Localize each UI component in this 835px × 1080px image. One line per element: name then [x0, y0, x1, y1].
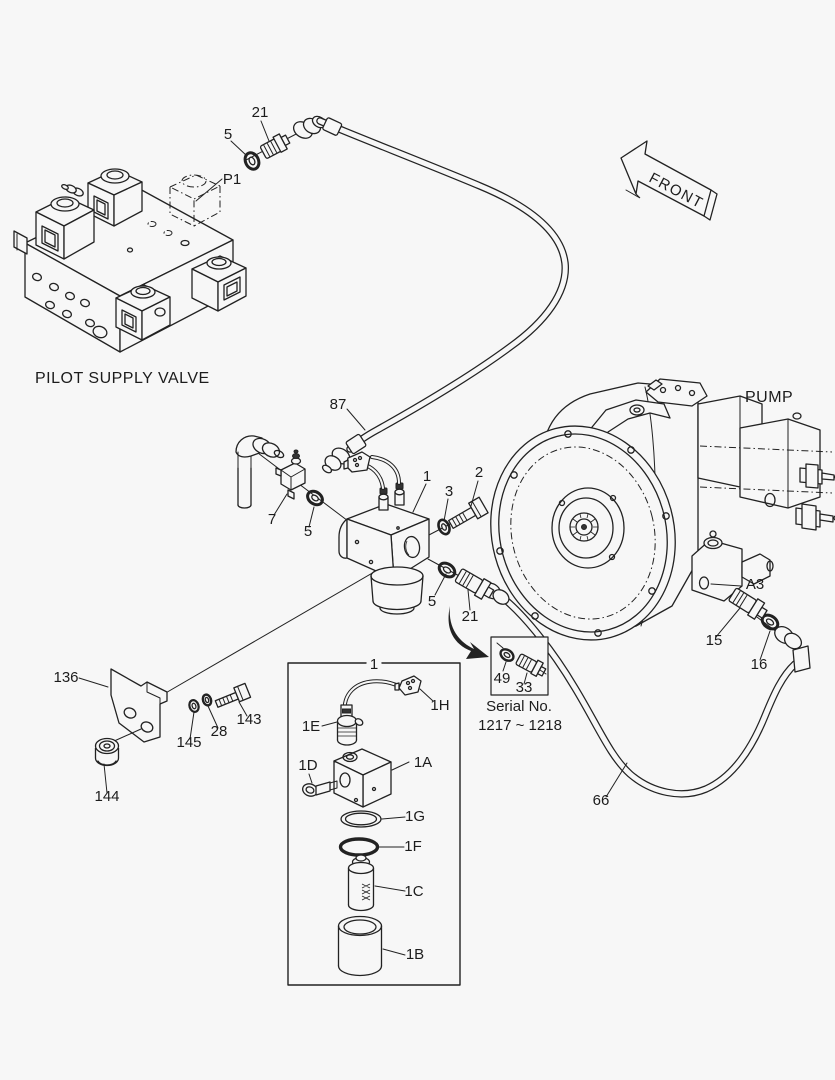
callout-136: 136: [53, 669, 78, 686]
body-1A: [333, 748, 392, 808]
callout-1-detail: 1: [370, 656, 378, 673]
washer-3: [437, 518, 451, 536]
upper-hose-assembly: [243, 115, 569, 474]
callout-1g: 1G: [405, 808, 425, 825]
oring-5-mid: [306, 489, 324, 507]
callout-p1: P1: [223, 171, 241, 188]
callout-5-low: 5: [428, 593, 436, 610]
callout-1d: 1D: [298, 757, 317, 774]
callout-16: 16: [751, 656, 768, 673]
callout-66: 66: [593, 792, 610, 809]
spline-ticks: [570, 513, 598, 541]
coil-nut-1E: [336, 704, 364, 746]
bolt-143: [214, 682, 252, 708]
callout-5-top: 5: [224, 126, 232, 143]
callout-labels: 5 21 P1 87 7 5 1 3 2 5 21 A3 15 16 49 33…: [53, 104, 767, 963]
case-1B: [337, 915, 383, 977]
callout-1h: 1H: [430, 697, 449, 714]
callout-87: 87: [330, 396, 347, 413]
serial-caption-line1: Serial No.: [486, 698, 552, 715]
front-arrow: FRONT: [620, 140, 718, 221]
callout-5-mid: 5: [304, 523, 312, 540]
oring-5-low: [437, 561, 457, 579]
curved-arrow: [448, 606, 489, 659]
callout-1b: 1B: [406, 946, 424, 963]
valve-ports: [31, 221, 190, 339]
callout-15: 15: [706, 632, 723, 649]
fitting-15: [728, 587, 768, 620]
washer-28: [201, 693, 213, 707]
callout-1a: 1A: [414, 754, 432, 771]
lower-hose-assembly: [482, 582, 811, 798]
pump-port-fitting-upper: [799, 463, 835, 489]
solenoid-valve-assembly: [235, 435, 495, 615]
callout-49: 49: [494, 670, 511, 687]
pilot-supply-valve-drawing: [13, 168, 247, 353]
oring-49: [499, 648, 515, 662]
callout-21-top: 21: [252, 104, 269, 121]
callout-3: 3: [445, 483, 453, 500]
oring-1F: [338, 837, 380, 857]
callout-143: 143: [236, 711, 261, 728]
oring-5-top: [248, 156, 256, 166]
regulator-block: [691, 530, 774, 602]
callout-1c: 1C: [404, 883, 423, 900]
serial-inset: [448, 606, 549, 696]
washer-145: [188, 699, 200, 713]
callout-33: 33: [516, 679, 533, 696]
callout-144: 144: [94, 788, 119, 805]
bracket-plate: [110, 668, 168, 743]
flange-bolt-holes: [496, 430, 670, 637]
callout-a3: A3: [746, 576, 764, 593]
leader-lines: [78, 120, 771, 956]
oring-1G: [340, 810, 382, 828]
pump-caption: PUMP: [745, 389, 793, 406]
callout-2: 2: [475, 464, 483, 481]
fitting-7: [275, 449, 306, 500]
callout-21-low: 21: [462, 608, 479, 625]
pilot-supply-valve-caption: PILOT SUPPLY VALVE: [35, 370, 210, 387]
fitting-21-top: [259, 133, 291, 159]
connector-1H: [394, 675, 422, 696]
bracket-assembly: [94, 668, 252, 767]
filter-1C: [347, 854, 375, 912]
callout-145: 145: [176, 734, 201, 751]
fitting-21-low: [454, 568, 495, 600]
phantom-solenoid: [168, 174, 222, 227]
cable-connector: [343, 451, 371, 473]
pump-drawing: [490, 378, 835, 641]
callout-28: 28: [211, 723, 228, 740]
plug-144: [94, 737, 120, 767]
bolt-2: [448, 496, 489, 529]
callout-1e: 1E: [302, 718, 320, 735]
serial-caption-line2: 1217 ~ 1218: [478, 717, 562, 734]
screw-1D: [302, 780, 338, 797]
detail-box: [287, 662, 461, 986]
callout-7: 7: [268, 511, 276, 528]
callout-1f: 1F: [404, 838, 422, 855]
callout-1: 1: [423, 468, 431, 485]
pump-port-fitting-lower: [795, 503, 835, 531]
